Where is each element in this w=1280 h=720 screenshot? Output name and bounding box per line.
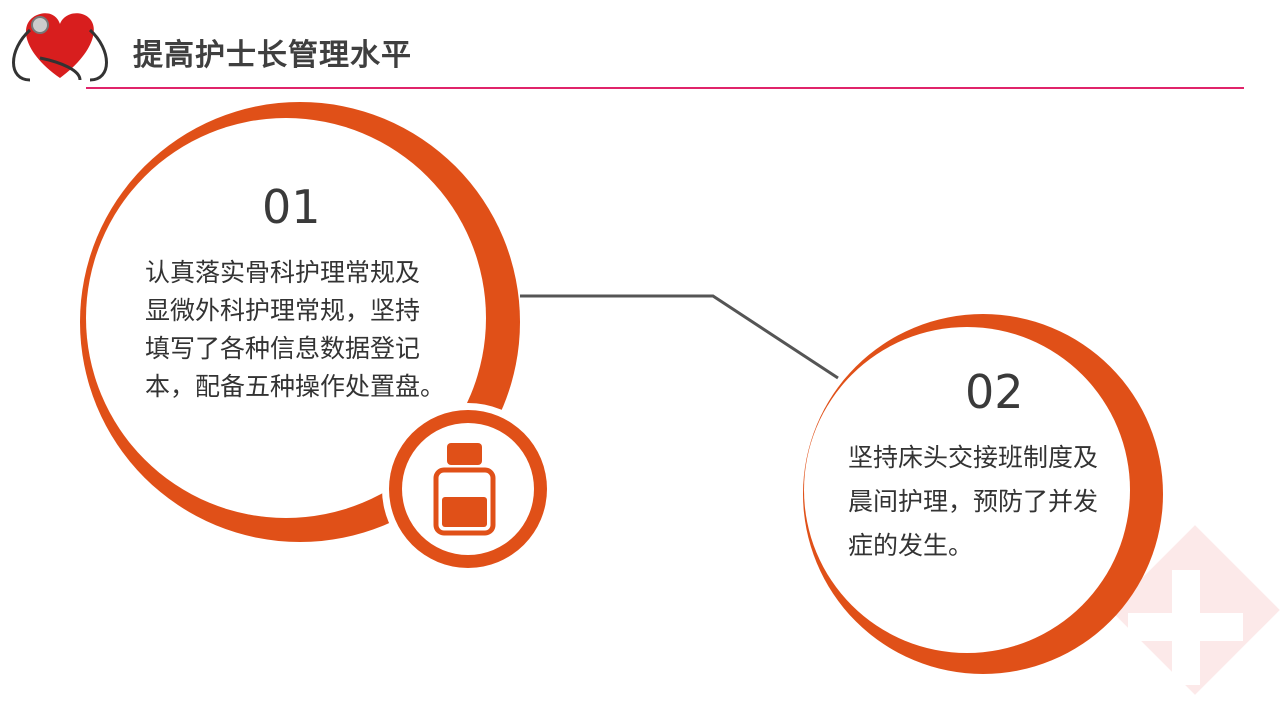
bottle-badge bbox=[382, 403, 554, 575]
circle-02 bbox=[803, 314, 1163, 674]
item-text-02: 坚持床头交接班制度及 晨间护理，预防了并发 症的发生。 bbox=[848, 436, 1098, 568]
text-line: 填写了各种信息数据登记 bbox=[145, 334, 421, 363]
medicine-bottle-icon bbox=[433, 443, 496, 536]
heart-stethoscope-logo bbox=[12, 13, 108, 82]
title-divider bbox=[86, 87, 1244, 89]
page-title: 提高护士长管理水平 bbox=[133, 38, 412, 73]
item-text-01: 认真落实骨科护理常规及 显微外科护理常规，坚持 填写了各种信息数据登记 本，配备… bbox=[145, 254, 445, 406]
text-line: 显微外科护理常规，坚持 bbox=[145, 296, 421, 325]
item-number-01: 01 bbox=[262, 180, 321, 234]
item-number-02: 02 bbox=[965, 365, 1024, 419]
text-line: 晨间护理，预防了并发 bbox=[848, 487, 1099, 516]
text-line: 症的发生。 bbox=[848, 531, 974, 560]
text-line: 本，配备五种操作处置盘。 bbox=[145, 372, 446, 401]
medical-cross-watermark bbox=[1110, 525, 1280, 695]
text-line: 认真落实骨科护理常规及 bbox=[145, 258, 421, 287]
text-line: 坚持床头交接班制度及 bbox=[848, 443, 1099, 472]
connector-line bbox=[520, 294, 839, 380]
